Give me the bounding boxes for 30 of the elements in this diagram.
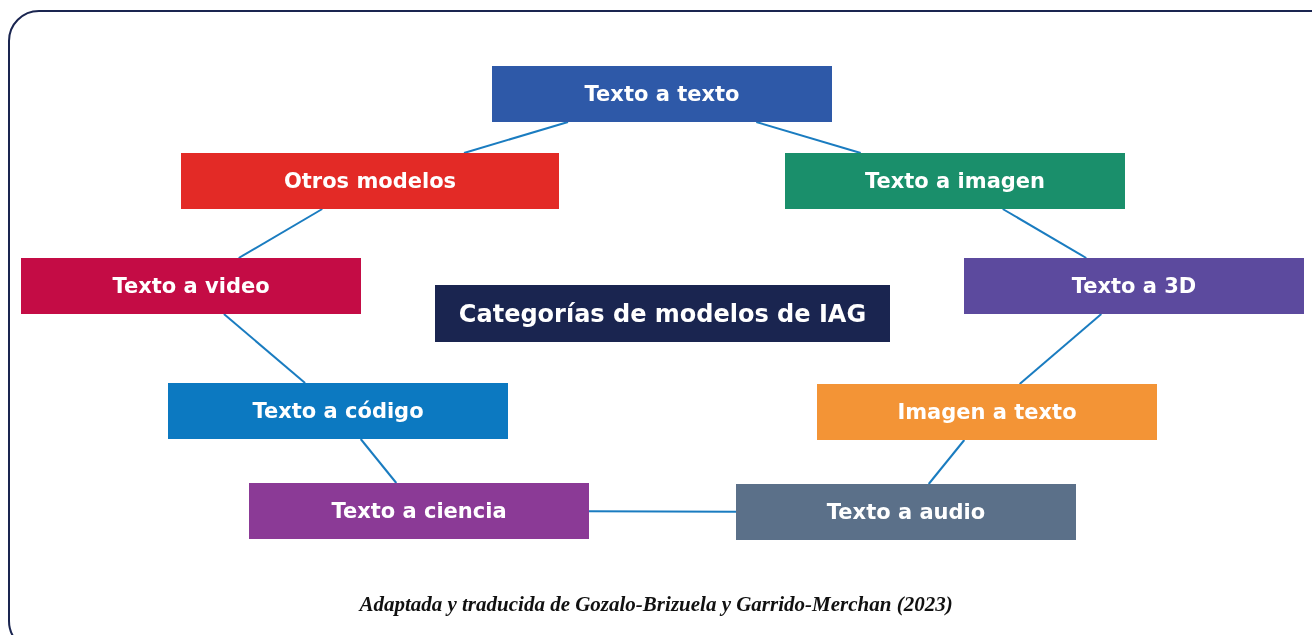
box-label: Texto a código (252, 399, 424, 423)
box-label: Texto a 3D (1071, 274, 1197, 298)
category-box (168, 383, 508, 439)
box-label: Categorías de modelos de IAG (458, 299, 867, 328)
box-label: Imagen a texto (897, 400, 1077, 424)
category-box (21, 258, 361, 314)
connector-line (237, 208, 324, 259)
connector-line (927, 439, 966, 485)
source-caption: Adaptada y traducida de Gozalo-Brizuela y Garrido-Merchan (2023) (359, 592, 953, 616)
category-box (181, 153, 559, 209)
connector-line (463, 121, 569, 154)
category-box (785, 153, 1125, 209)
category-box (736, 484, 1076, 540)
connector-line (1001, 208, 1088, 259)
box-label: Texto a ciencia (331, 499, 507, 523)
box-label: Texto a audio (826, 500, 986, 524)
box-label: Texto a imagen (864, 169, 1046, 193)
category-box (492, 66, 832, 122)
connector-line (588, 510, 737, 513)
connector-line (1018, 313, 1103, 385)
box-label: Texto a texto (584, 82, 740, 106)
category-box (249, 483, 589, 539)
connector-line (222, 313, 307, 384)
box-label: Otros modelos (283, 169, 457, 193)
category-box (964, 258, 1304, 314)
title-box (435, 285, 890, 342)
box-label: Texto a video (112, 274, 270, 298)
connector-line (359, 438, 398, 484)
category-box (817, 384, 1157, 440)
connector-line (755, 121, 862, 154)
